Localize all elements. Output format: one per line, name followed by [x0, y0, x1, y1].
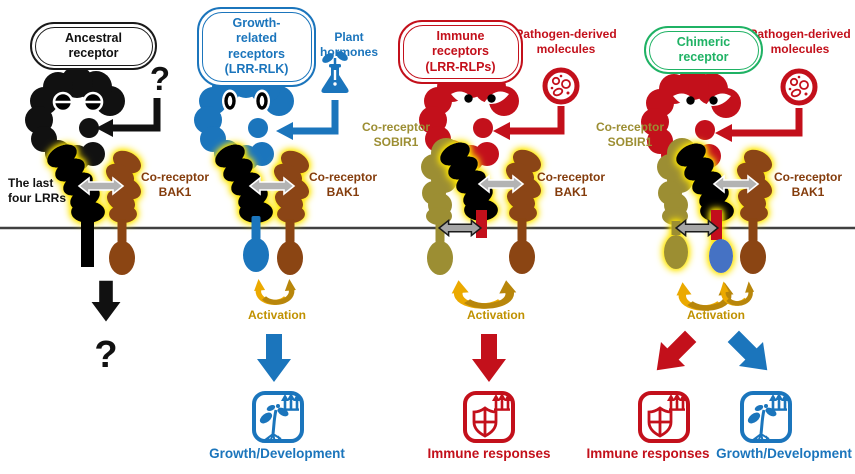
- pathogen-elbow-arrow: [732, 108, 803, 137]
- open-eye-icon: [220, 87, 240, 115]
- interaction-arrow-icon: [78, 177, 124, 195]
- rlp-membrane-stub: [476, 210, 487, 238]
- bak1-coreceptor-label: Co-receptor BAK1: [773, 170, 842, 199]
- activation-label: Activation: [247, 308, 306, 322]
- bak1-kinase-tail: [509, 218, 535, 274]
- bak1-kinase-tail: [740, 218, 766, 274]
- ancestral-outcome-arrow: [91, 280, 121, 322]
- ancestral-receptor-graphic: [25, 66, 161, 322]
- activation-label: Activation: [466, 308, 525, 322]
- plant-hormones-label: Plant hormones: [319, 30, 378, 59]
- growth-development-label: Growth/Development: [209, 446, 345, 461]
- pathogen-elbow-arrow: [510, 106, 565, 135]
- panel-title-text: Chimeric receptor: [648, 30, 759, 70]
- growth-development-icon: [254, 393, 302, 442]
- unknown-ligand-label: ?: [149, 60, 171, 97]
- growth-development-label: Growth/Development: [716, 446, 852, 461]
- activation-cycle-arrows: [452, 280, 517, 306]
- sleepy-eye-icon: [52, 91, 74, 113]
- panel-title-text: Ancestral receptor: [34, 26, 153, 66]
- pathogen-molecules-label: Pathogen-derived molecules: [515, 27, 617, 56]
- growth-receptor-graphic: [194, 47, 351, 442]
- panel-title-text: Immune receptors (LRR-RLPs): [402, 24, 519, 80]
- ancestral-receptor-tail: [81, 210, 94, 267]
- immune-receptor-graphic: [419, 66, 577, 441]
- sobir1-interaction-arrow-icon: [675, 219, 719, 237]
- immune-outcome-arrow: [472, 334, 506, 382]
- pathogen-molecule-icon: [545, 70, 577, 102]
- immune-response-icon: [640, 393, 688, 441]
- sobir1-coreceptor-label: Co-receptor SOBIR1: [361, 120, 430, 149]
- bak1-coreceptor-label: Co-receptor BAK1: [140, 170, 209, 199]
- unknown-outcome-label: ?: [94, 334, 118, 376]
- immune-responses-label: Immune responses: [427, 446, 551, 461]
- panel-title-text: Growth- related receptors (LRR-RLK): [201, 11, 312, 82]
- growth-development-icon: [742, 393, 790, 442]
- panel-title-ancestral: Ancestral receptor: [30, 22, 157, 71]
- rlk-kinase-tail: [243, 216, 269, 272]
- hormone-elbow-arrow: [293, 100, 339, 135]
- bak1-coreceptor-label: Co-receptor BAK1: [308, 170, 377, 199]
- panel-title-growth: Growth- related receptors (LRR-RLK): [197, 7, 316, 87]
- bak1-coreceptor-label: Co-receptor BAK1: [536, 170, 605, 199]
- immune-response-icon: [465, 393, 513, 441]
- interaction-arrow-icon: [713, 175, 759, 193]
- unknown-ligand-elbow-arrow: [113, 98, 161, 132]
- growth-outcome-arrow: [721, 324, 780, 383]
- interaction-arrow-icon: [249, 177, 295, 195]
- interaction-arrow-icon: [478, 175, 524, 193]
- sleepy-eye-icon: [82, 91, 104, 113]
- growth-outcome-arrow: [257, 334, 291, 382]
- immune-outcome-arrow: [644, 324, 703, 383]
- panel-title-immune: Immune receptors (LRR-RLPs): [398, 20, 523, 84]
- activation-cycle-arrows: [720, 281, 754, 303]
- sobir1-coreceptor-label: Co-receptor SOBIR1: [595, 120, 664, 149]
- last-four-lrrs-label: The last four LRRs: [8, 176, 66, 205]
- open-eye-icon: [252, 87, 272, 115]
- pathogen-molecule-icon: [783, 71, 815, 103]
- activation-cycle-arrows: [254, 279, 296, 302]
- activation-label: Activation: [686, 308, 745, 322]
- panel-title-chimeric: Chimeric receptor: [644, 26, 763, 75]
- immune-responses-label: Immune responses: [586, 446, 710, 461]
- chimeric-receptor-graphic: [640, 68, 815, 442]
- sobir1-interaction-arrow-icon: [438, 219, 482, 237]
- pathogen-molecules-label: Pathogen-derived molecules: [749, 27, 851, 56]
